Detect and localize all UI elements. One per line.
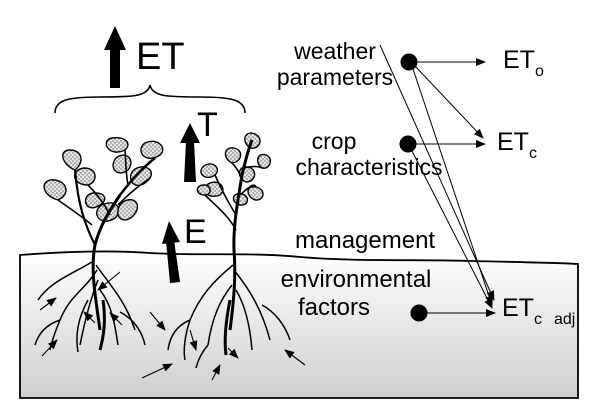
t-arrow <box>180 123 200 182</box>
factor-flow-network <box>379 44 496 322</box>
soil-flow-arrows <box>39 271 306 381</box>
output-eto: ETo <box>503 46 544 80</box>
e-arrow <box>162 221 180 283</box>
crop-characteristics-label: crop characteristics <box>276 130 462 179</box>
transpiration-label: T <box>197 106 218 144</box>
et-arrow <box>104 26 126 88</box>
eto-sub: o <box>534 63 544 80</box>
et-label: ET <box>136 36 185 78</box>
eto-base: ET <box>503 46 535 74</box>
environmental-line-2: factors <box>297 294 371 321</box>
evaporation-label: E <box>184 213 207 251</box>
canopy-brace <box>54 84 246 114</box>
weather-line-1: weather <box>294 38 376 64</box>
etc-adj-sub1: c <box>533 311 542 328</box>
etc-sub: c <box>528 145 537 162</box>
management-label: management <box>295 227 436 254</box>
environmental-factors-label: environmental factors <box>268 268 444 320</box>
etc-adj-sub2: adj <box>553 311 576 328</box>
weather-node <box>400 53 418 71</box>
soil-block <box>19 250 579 399</box>
left-plant <box>34 136 164 353</box>
output-etc: ETc <box>497 128 537 162</box>
right-plant <box>167 132 291 369</box>
crop-line-2: characteristics <box>295 154 443 180</box>
weather-parameters-label: weather parameters <box>272 40 398 89</box>
weather-line-2: parameters <box>276 64 394 90</box>
etc-base: ET <box>497 128 529 156</box>
environmental-line-1: environmental <box>280 266 432 293</box>
crop-line-1: crop <box>311 128 357 154</box>
etc-adj-base: ET <box>502 294 534 322</box>
